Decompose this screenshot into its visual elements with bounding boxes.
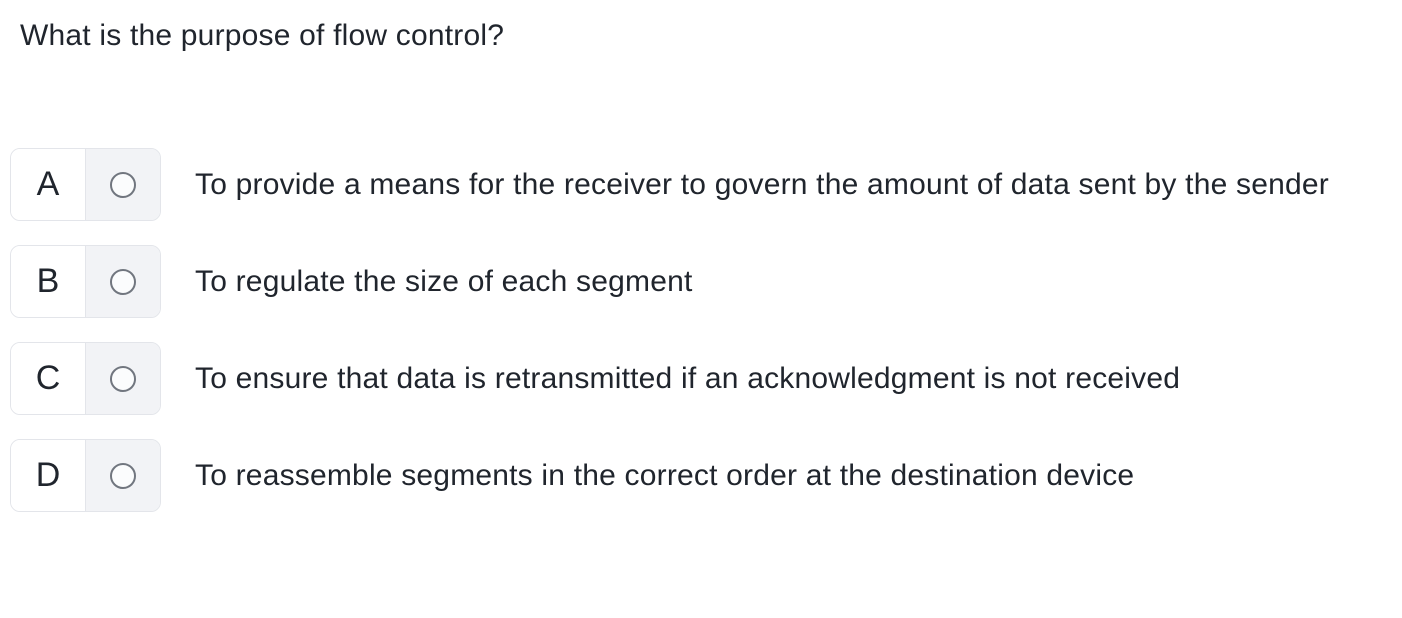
option-answer-text: To regulate the size of each segment <box>195 264 693 298</box>
option-answer-text: To reassemble segments in the correct or… <box>195 458 1135 492</box>
radio-button-icon[interactable] <box>110 268 136 295</box>
radio-cell[interactable] <box>86 343 160 414</box>
option-badge[interactable]: D <box>10 439 161 512</box>
radio-cell[interactable] <box>86 440 160 511</box>
option-letter[interactable]: B <box>11 246 86 317</box>
option-badge[interactable]: C <box>10 342 161 415</box>
option-letter[interactable]: A <box>11 149 86 220</box>
option-badge[interactable]: A <box>10 148 161 221</box>
option-row-b[interactable]: B To regulate the size of each segment <box>10 245 1378 318</box>
options-list: A To provide a means for the receiver to… <box>10 148 1378 512</box>
option-answer-text: To ensure that data is retransmitted if … <box>195 361 1181 395</box>
radio-button-icon[interactable] <box>110 365 136 392</box>
radio-cell[interactable] <box>86 149 160 220</box>
option-row-c[interactable]: C To ensure that data is retransmitted i… <box>10 342 1378 415</box>
radio-button-icon[interactable] <box>110 462 136 489</box>
radio-button-icon[interactable] <box>110 171 136 198</box>
question-text: What is the purpose of flow control? <box>20 19 505 52</box>
option-answer-text: To provide a means for the receiver to g… <box>195 167 1329 201</box>
radio-cell[interactable] <box>86 246 160 317</box>
option-letter[interactable]: C <box>11 343 86 414</box>
quiz-question-page: What is the purpose of flow control? A T… <box>10 19 1378 512</box>
option-row-a[interactable]: A To provide a means for the receiver to… <box>10 148 1378 221</box>
option-badge[interactable]: B <box>10 245 161 318</box>
option-letter[interactable]: D <box>11 440 86 511</box>
option-row-d[interactable]: D To reassemble segments in the correct … <box>10 439 1378 512</box>
